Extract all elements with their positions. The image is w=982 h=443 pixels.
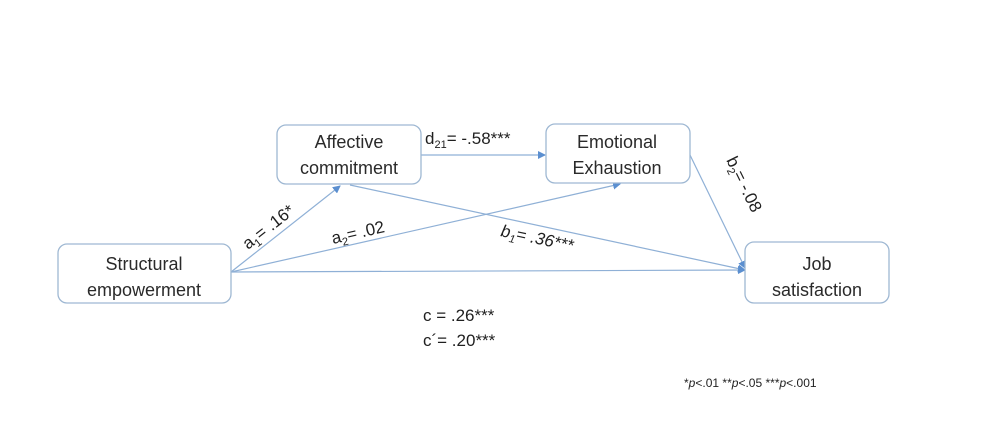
node-label-line: Emotional (577, 132, 657, 152)
node-structural-empowerment: Structural empowerment (57, 243, 232, 304)
label-b2: b2= -.08 (720, 153, 766, 216)
label-d21: d21= -.58*** (425, 129, 511, 151)
node-emotional-exhaustion: Emotional Exhaustion (545, 123, 691, 184)
label-a2: a2= .02 (330, 217, 387, 251)
node-affective-commitment: Affective commitment (276, 124, 422, 185)
node-label-line: Exhaustion (572, 158, 661, 178)
label-a1: a1= .16* (239, 201, 301, 256)
node-label-line: empowerment (87, 280, 201, 300)
node-label-line: satisfaction (772, 280, 862, 300)
node-job-satisfaction: Job satisfaction (744, 241, 890, 304)
node-label-line: Affective (315, 132, 384, 152)
node-label-line: Job (802, 254, 831, 274)
edge-c-prime (230, 266, 746, 275)
edge-b2 (689, 154, 746, 269)
label-c-total: c = .26*** (423, 306, 495, 325)
node-label-line: commitment (300, 158, 398, 178)
node-label-line: Structural (105, 254, 182, 274)
edge-b1 (349, 184, 746, 273)
label-b1: b1= .36*** (499, 221, 577, 258)
significance-note: *p<.01 **p<.05 ***p<.001 (684, 376, 817, 390)
edge-a2 (230, 181, 621, 273)
edge-a1 (230, 185, 341, 273)
label-c-prime: c´= .20*** (423, 331, 496, 350)
